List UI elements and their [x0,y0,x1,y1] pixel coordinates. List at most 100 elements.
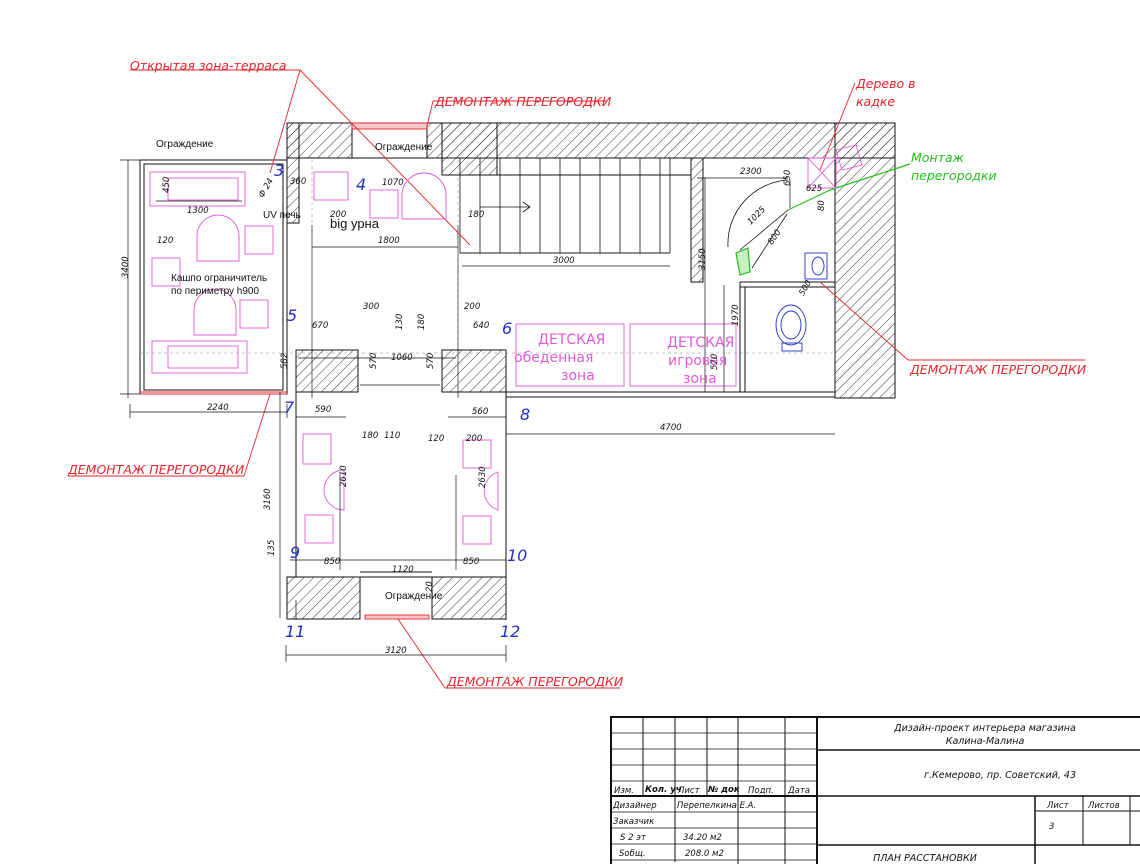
dim-360: 360 [290,177,306,187]
dim-560: 560 [472,407,488,417]
dim-590: 590 [315,405,331,415]
dim-640: 640 [473,321,489,331]
dim-130: 130 [395,314,405,330]
label-fence-top: Ограждение [375,142,433,153]
dim-3150: 3150 [698,248,708,270]
dim-3000: 3000 [553,256,575,266]
tb-col-izm: Изм. [614,786,634,796]
label-fence-bottom: Ограждение [385,591,443,602]
dim-570-c: 570 [710,354,720,370]
tb-col-doc: № док [707,785,740,795]
tb-project-title: Дизайн-проект интерьера магазина [893,723,1076,734]
tb-designer-label: Дизайнер [612,801,657,811]
axis-8: 8 [520,405,530,424]
label-planter-line2: по периметру h900 [171,286,259,297]
axis-3: 3 [274,161,284,180]
tb-address: г.Кемерово, пр. Советский, 43 [924,770,1076,781]
tb-col-kolvo: Кол. уч [645,785,682,795]
zone-dining-line1: ДЕТСКАЯ [538,332,605,348]
dim-300: 300 [363,302,379,312]
axis-6: 6 [502,319,512,338]
dim-1070: 1070 [382,178,404,188]
dim-200-top: 200 [330,210,346,220]
tb-drawing-title: ПЛАН РАССТАНОВКИ [873,853,977,864]
axis-4: 4 [356,175,366,194]
zone-play-line2: игровая [668,353,727,369]
dim-1120: 1120 [392,565,414,575]
dim-2300: 2300 [740,167,762,177]
axis-5: 5 [287,306,297,325]
dim-2630: 2630 [478,466,488,488]
callout-install-line2: перегородки [911,168,997,183]
tb-customer-label: Заказчик [613,817,655,827]
dim-625: 625 [806,184,822,194]
tb-sheet-header: Лист [1046,801,1070,811]
title-block-frame [610,716,1140,864]
dim-1300: 1300 [187,206,209,216]
tb-project-name: Калина-Малина [946,736,1025,747]
dim-570-a: 570 [369,353,379,369]
tb-col-list: Лист [677,786,701,796]
callout-demolish-bottom: ДЕМОНТАЖ ПЕРЕГОРОДКИ [446,674,624,689]
dim-3160: 3160 [263,488,273,510]
dim-120-left: 120 [157,236,173,246]
dim-4700: 4700 [660,423,682,433]
axis-10: 10 [507,546,527,565]
dim-1060: 1060 [391,353,413,363]
dim-3120: 3120 [385,646,407,656]
tb-designer-name: Перепелкина Е.А. [677,801,756,811]
label-big-bin: big урна [330,216,380,231]
zone-play-line3: зона [683,371,717,387]
tb-col-sign: Подп. [748,786,774,796]
dim-200-mid: 200 [464,302,480,312]
axis-12: 12 [500,622,520,641]
dim-120-low: 120 [428,434,444,444]
callout-demolish-right: ДЕМОНТАЖ ПЕРЕГОРОДКИ [909,362,1087,377]
axis-9: 9 [290,543,300,562]
dim-450: 450 [162,177,172,193]
dim-850-left: 850 [324,557,340,567]
dim-570-b: 570 [426,353,436,369]
callout-open-terrace: Открытая зона-терраса [130,58,287,73]
dim-180-mid: 180 [417,314,427,330]
dim-80: 80 [817,200,827,211]
dim-20: 20 [425,581,435,592]
toilet-and-sink [775,252,828,352]
dim-135: 135 [267,540,277,556]
tb-sheets-header: Листов [1087,801,1120,811]
label-planter-line1: Кашпо ограничитель [171,273,267,284]
tb-sheet-number: 3 [1049,822,1054,832]
tb-floor-area-value: 34.20 м2 [683,833,722,843]
zone-play-line1: ДЕТСКАЯ [667,335,734,351]
callout-install-line1: Монтаж [911,150,965,165]
walls [286,122,896,620]
dim-1970: 1970 [731,304,741,326]
dim-180-low: 180 [362,431,378,441]
furniture [149,144,863,545]
callout-demolish-left: ДЕМОНТАЖ ПЕРЕГОРОДКИ [67,462,245,477]
dim-1025: 1025 [746,205,768,227]
dim-1800: 1800 [378,236,400,246]
label-fence-left: Ограждение [156,139,214,150]
callout-tree-line2: кадке [856,94,895,109]
dim-850-right: 850 [463,557,479,567]
dim-2240: 2240 [207,403,229,413]
door-swing [727,179,789,269]
zone-dining-line2: обеденная [514,350,593,366]
annotation-lines-green [735,163,911,276]
axis-11: 11 [285,622,305,641]
dim-180-top: 180 [468,210,484,220]
dim-2610: 2610 [339,465,349,487]
partitions [139,159,835,578]
axis-lines [140,160,835,392]
axis-7: 7 [284,398,295,417]
dim-200-low: 200 [466,434,482,444]
dimension-lines [120,159,835,662]
dim-110: 110 [384,431,400,441]
staircase [459,157,671,254]
dim-3400: 3400 [121,256,131,278]
dim-650: 650 [783,170,793,186]
annotation-lines-red [68,69,1085,689]
tb-floor-area-label: S 2 эт [620,833,647,843]
